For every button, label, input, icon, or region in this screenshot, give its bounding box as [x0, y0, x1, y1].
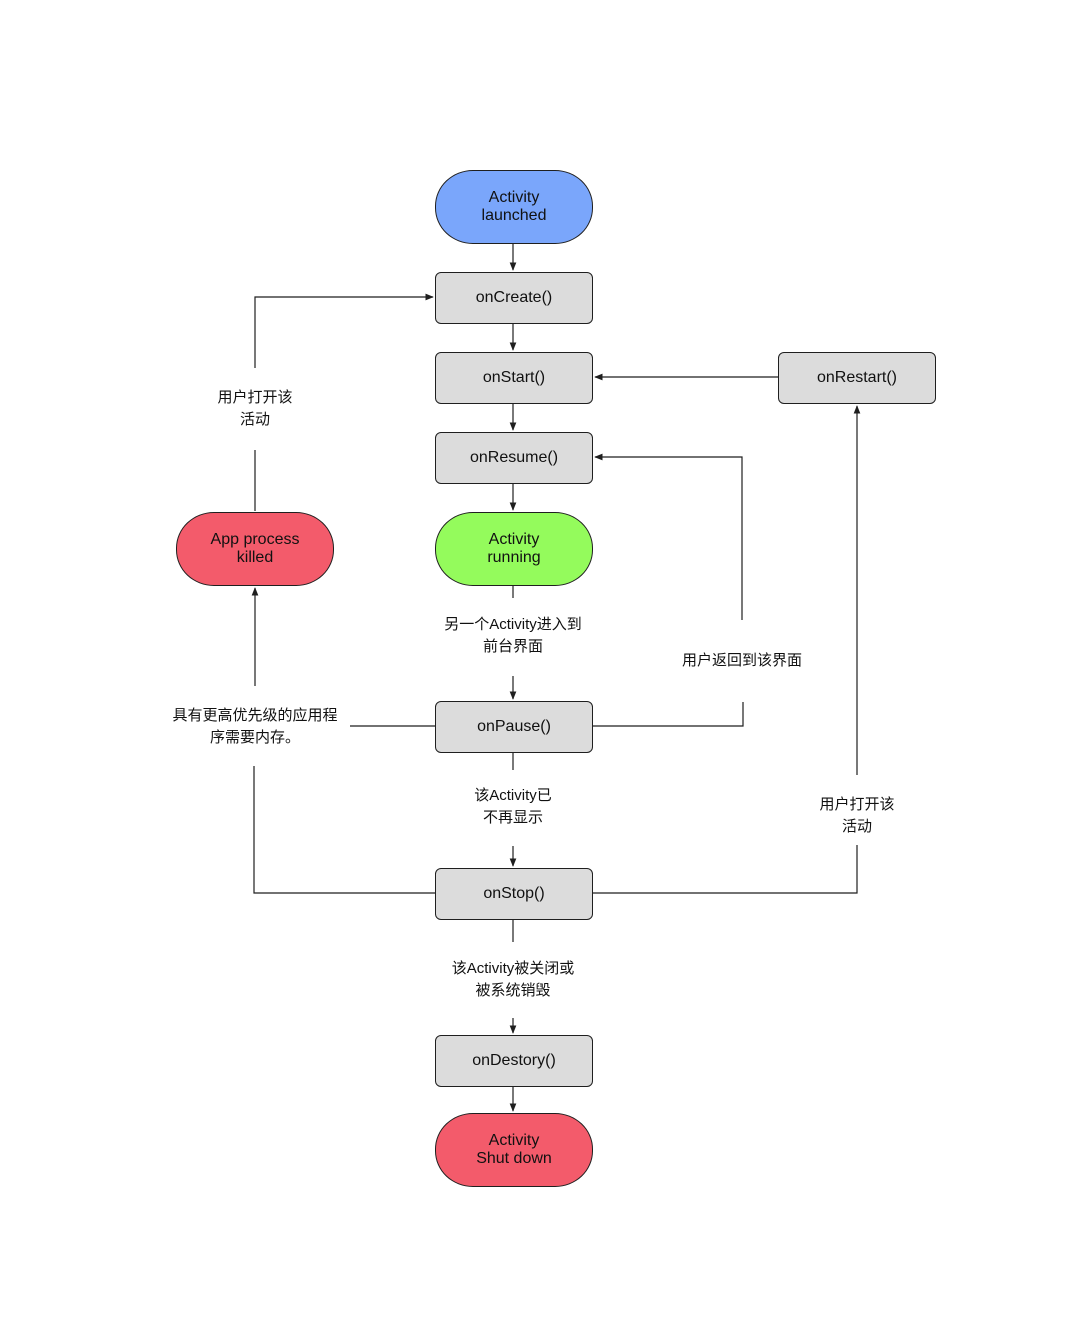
onrestart-label: onRestart() [816, 369, 898, 386]
app-process-killed-node: App process killed [176, 512, 334, 586]
edge-onstop-to-right [593, 845, 858, 894]
activity-launched-label: Activity launched [481, 189, 547, 224]
edge-left-loop-to-oncreate [254, 293, 434, 368]
caption-user-returns: 用户返回到该界面 [668, 650, 816, 672]
activity-launched-node: Activity launched [435, 170, 593, 244]
caption-user-opens-activity-left: 用户打开该 活动 [200, 387, 310, 431]
caption-activity-closed-or-destroyed: 该Activity被关闭或 被系统销毁 [428, 958, 598, 1002]
onresume-label: onResume() [469, 449, 559, 466]
edge-return-to-onresume [594, 453, 743, 620]
caption-user-opens-activity-right: 用户打开该 活动 [802, 794, 912, 838]
activity-running-node: Activity running [435, 512, 593, 586]
oncreate-label: onCreate() [475, 289, 553, 306]
onpause-label: onPause() [477, 718, 551, 735]
edge-onstop-to-left [253, 766, 435, 894]
ondestroy-node: onDestory() [435, 1035, 593, 1087]
edge-onpause-to-right [593, 702, 744, 727]
app-process-killed-label: App process killed [210, 531, 300, 566]
onrestart-node: onRestart() [778, 352, 936, 404]
onresume-node: onResume() [435, 432, 593, 484]
oncreate-node: onCreate() [435, 272, 593, 324]
activity-running-label: Activity running [487, 531, 541, 566]
caption-another-activity-foreground: 另一个Activity进入到 前台界面 [418, 614, 608, 658]
activity-shutdown-label: Activity Shut down [476, 1132, 552, 1167]
onstop-node: onStop() [435, 868, 593, 920]
onpause-node: onPause() [435, 701, 593, 753]
activity-shutdown-node: Activity Shut down [435, 1113, 593, 1187]
caption-activity-not-visible: 该Activity已 不再显示 [448, 785, 578, 829]
caption-higher-priority-needs-memory: 具有更高优先级的应用程 序需要内存。 [160, 705, 350, 749]
onstop-label: onStop() [483, 885, 545, 902]
onstart-label: onStart() [482, 369, 546, 386]
ondestroy-label: onDestory() [472, 1052, 556, 1069]
onstart-node: onStart() [435, 352, 593, 404]
